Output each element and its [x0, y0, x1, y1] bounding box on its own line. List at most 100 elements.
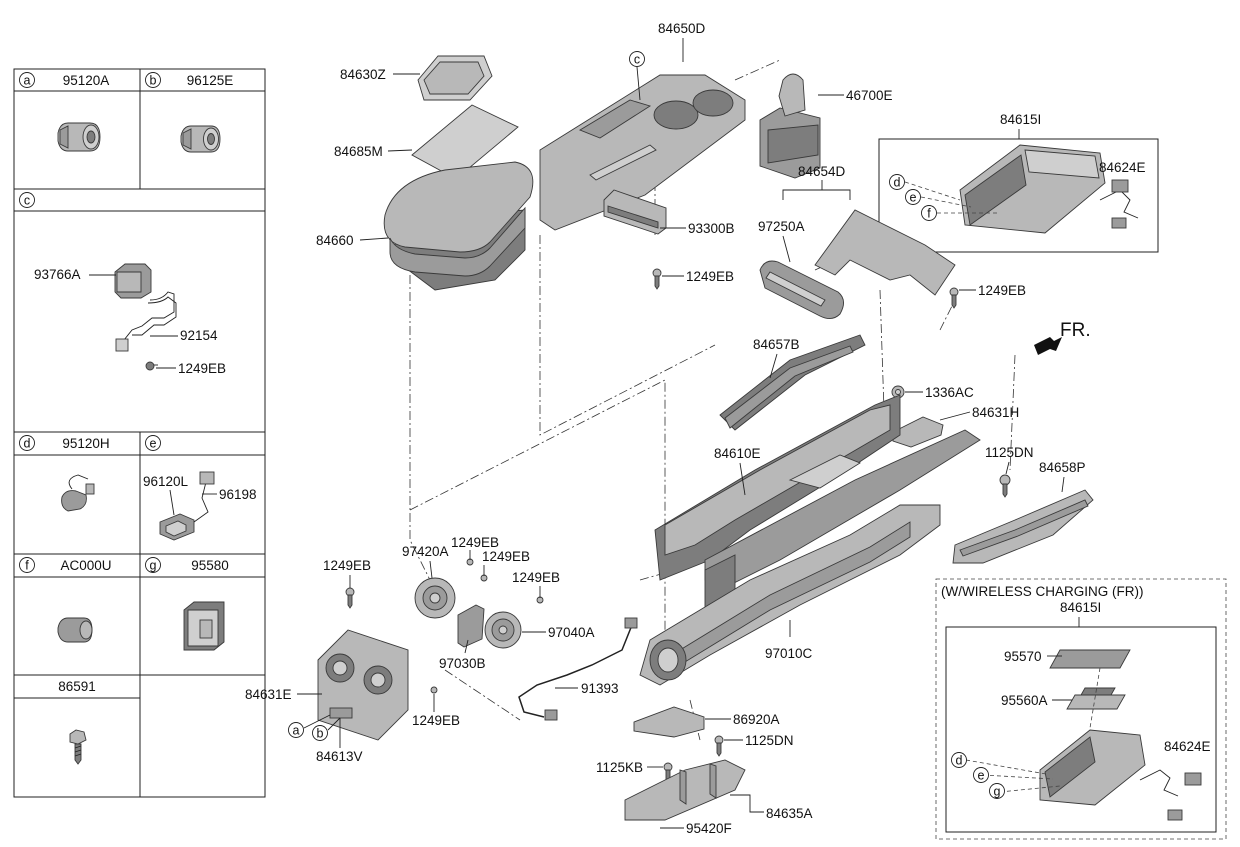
label-84624e-wireless: 84624E	[1164, 739, 1211, 754]
legend-code-g: 95580	[191, 558, 229, 573]
legend-letter-e: e	[150, 437, 157, 451]
label-1249eb-f: 1249EB	[323, 558, 371, 573]
screw-86591-icon	[69, 729, 87, 765]
label-84615i-wireless: 84615I	[1060, 600, 1101, 615]
screw-1125dn-right-icon	[999, 474, 1011, 498]
motor-97040a	[484, 611, 522, 649]
shifter-46700e	[759, 73, 821, 179]
screw-1249eb-right-icon	[949, 287, 959, 309]
legend-letter-g: g	[150, 559, 157, 573]
switch-93766a-icon	[114, 263, 177, 371]
label-92154: 92154	[180, 328, 218, 343]
legend-code-f: AC000U	[60, 558, 111, 573]
label-84658p: 84658P	[1039, 460, 1086, 475]
label-84613v: 84613V	[316, 749, 363, 764]
front-arrow-icon	[1034, 337, 1062, 355]
label-fr: FR.	[1060, 320, 1091, 341]
legend-letter-c: c	[24, 194, 30, 208]
module-84615i-box	[878, 138, 1159, 253]
label-46700e: 46700E	[846, 88, 893, 103]
bracket-93300b	[603, 189, 667, 235]
bracket-86920a	[633, 706, 705, 738]
screw-1249eb-g-icon	[430, 686, 438, 694]
screw-1249eb-f-icon	[345, 587, 355, 609]
callout-d-top: d	[894, 176, 901, 190]
label-1125kb: 1125KB	[596, 760, 643, 775]
label-84610e: 84610E	[714, 446, 761, 461]
label-84624e: 84624E	[1099, 160, 1146, 175]
label-84630z: 84630Z	[340, 67, 386, 82]
label-1125dn-a: 1125DN	[985, 445, 1034, 460]
motor-97420a	[414, 577, 456, 619]
knob-96125e-icon	[180, 125, 221, 153]
label-84657b: 84657B	[753, 337, 800, 352]
label-97040a: 97040A	[548, 625, 595, 640]
label-97420a: 97420A	[402, 544, 449, 559]
label-96120l: 96120L	[143, 474, 189, 489]
label-95560a: 95560A	[1001, 693, 1048, 708]
label-1249eb-g: 1249EB	[412, 713, 460, 728]
wireless-title: (W/WIRELESS CHARGING (FR))	[941, 584, 1144, 599]
legend-code-a: 95120A	[63, 73, 110, 88]
harness-91393	[518, 617, 638, 721]
label-91393: 91393	[581, 681, 619, 696]
grille-84657b	[719, 334, 866, 431]
legend-table: a 95120A b 96125E c d 95120H e f AC000U …	[13, 68, 266, 798]
label-84654d: 84654D	[798, 164, 846, 179]
callout-f-top: f	[927, 207, 931, 221]
label-96198: 96198	[219, 487, 257, 502]
label-84635a: 84635A	[766, 806, 813, 821]
callout-d-wireless: d	[956, 754, 963, 768]
legend-letter-a: a	[24, 74, 31, 88]
label-84650d: 84650D	[658, 21, 706, 36]
label-97010c: 97010C	[765, 646, 813, 661]
trim-84654d	[759, 209, 956, 319]
label-1249eb-a: 1249EB	[686, 269, 734, 284]
bracket-84631h	[892, 416, 944, 448]
label-1249eb-e: 1249EB	[512, 570, 560, 585]
screw-1249eb-center-icon	[652, 268, 662, 290]
label-95570: 95570	[1004, 649, 1042, 664]
armrest-84660	[383, 161, 534, 291]
module-97030b	[457, 604, 485, 648]
callout-c-main: c	[634, 53, 640, 67]
bracket-84635a	[624, 759, 746, 821]
tray-84630z	[417, 55, 493, 101]
label-97030b: 97030B	[439, 656, 486, 671]
label-1249eb-b: 1249EB	[978, 283, 1026, 298]
knob-95120a-icon	[57, 122, 101, 152]
screw-1125dn-lower-icon	[714, 735, 724, 757]
callout-e-top: e	[910, 191, 917, 205]
callout-b-main: b	[317, 727, 324, 741]
console-84610e	[654, 394, 981, 611]
bulb-ac000u-icon	[57, 617, 93, 643]
legend-letter-b: b	[150, 74, 157, 88]
label-84631h: 84631H	[972, 405, 1019, 420]
label-84660: 84660	[316, 233, 354, 248]
legend-code-86591: 86591	[58, 679, 96, 694]
switch-95580-icon	[183, 601, 225, 651]
plug-95120h-icon	[61, 474, 95, 512]
legend-code-d: 95120H	[62, 436, 109, 451]
label-1125dn-b: 1125DN	[745, 733, 794, 748]
callout-e-wireless: e	[978, 769, 985, 783]
usb-96120l-icon	[159, 471, 215, 541]
duct-97010c	[639, 504, 941, 686]
legend-code-b: 96125E	[187, 73, 234, 88]
legend-letter-f: f	[25, 559, 29, 573]
label-1249eb-c: 1249EB	[451, 535, 499, 550]
legend-letter-d: d	[24, 437, 31, 451]
trim-84658p	[952, 489, 1094, 564]
label-86920a: 86920A	[733, 712, 780, 727]
label-1249eb-legend: 1249EB	[178, 361, 226, 376]
label-1336ac: 1336AC	[925, 385, 974, 400]
panel-84650d	[539, 74, 746, 231]
label-84615i: 84615I	[1000, 112, 1041, 127]
wireless-charging-box	[935, 578, 1227, 840]
bezel-84631e	[317, 629, 409, 741]
screw-1125kb-icon	[663, 762, 673, 784]
callout-g-wireless: g	[994, 785, 1001, 799]
label-93766a: 93766A	[34, 267, 81, 282]
label-93300b: 93300B	[688, 221, 735, 236]
